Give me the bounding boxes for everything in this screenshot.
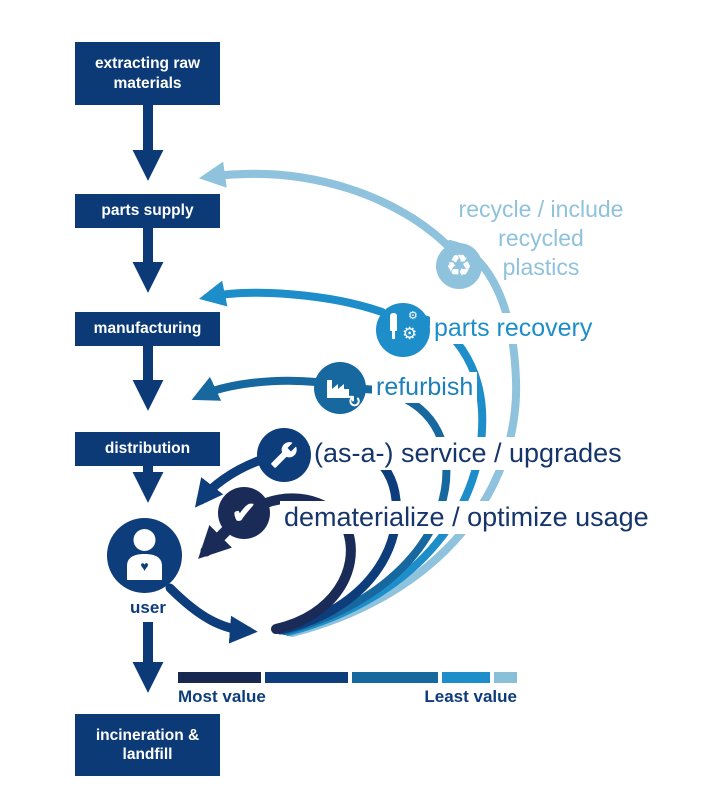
wrench-shape: [271, 442, 297, 468]
value-legend: Most value Least value: [178, 672, 517, 707]
legend-bar: [178, 672, 517, 683]
box-incineration-landfill: incineration & landfill: [75, 714, 220, 776]
refresh-arrow-glyph: ↻: [347, 394, 361, 411]
heart-glyph: ♥: [140, 558, 148, 574]
recycle-icon: ♻: [436, 243, 482, 289]
user-exit-arrow: [165, 583, 258, 644]
legend-segment-3: [352, 672, 438, 683]
user-icon: ♥: [107, 518, 182, 593]
wrench-icon: [257, 428, 311, 482]
check-glyph: ✔: [231, 496, 257, 530]
refurbish-label: refurbish: [372, 372, 478, 403]
dematerialize-label: dematerialize / optimize usage: [280, 501, 653, 534]
service-arc-arrow: [194, 456, 263, 508]
recycle-label-line3: plastics: [502, 254, 580, 280]
recycle-label-line2: recycled: [498, 225, 584, 251]
recycle-arc-arrow: [198, 161, 454, 252]
gear-icon-small: ⚙: [408, 310, 418, 322]
box-parts-supply: parts supply: [75, 194, 220, 228]
factory-refresh-icon: ↻: [314, 362, 366, 414]
tool-gears-icon: ⚙ ⚙: [376, 303, 430, 357]
recycle-label: recycle / include recycled plastics: [437, 194, 645, 283]
box-extracting-raw-materials: extracting raw materials: [75, 42, 220, 105]
gear-icon: ⚙: [402, 324, 418, 343]
legend-segment-1: [178, 672, 261, 683]
recycle-arc: [288, 240, 521, 637]
legend-segment-2: [265, 672, 348, 683]
box-manufacturing: manufacturing: [75, 312, 220, 346]
least-value-label: Least value: [424, 687, 517, 706]
parts-recovery-label: parts recovery: [430, 313, 597, 344]
box-distribution: distribution: [75, 432, 220, 466]
refurbish-arc-arrow: [191, 376, 320, 401]
recycle-label-line1: recycle / include: [458, 196, 624, 222]
checkmark-icon: ✔: [218, 487, 270, 539]
factory-shape: [327, 380, 349, 398]
user-label: user: [130, 598, 166, 617]
parts-recovery-arc-arrow: [198, 280, 386, 316]
screwdriver-shape: [390, 313, 397, 331]
legend-segment-5: [494, 672, 517, 683]
legend-segment-4: [442, 672, 490, 683]
screwdriver-tip: [392, 331, 395, 339]
most-value-label: Most value: [178, 687, 266, 706]
service-upgrades-label: (as-a-) service / upgrades: [310, 437, 626, 470]
recycle-glyph: ♻: [445, 249, 473, 283]
person-shape: ♥: [127, 529, 162, 580]
dematerialize-arc-arrow: [198, 523, 234, 559]
